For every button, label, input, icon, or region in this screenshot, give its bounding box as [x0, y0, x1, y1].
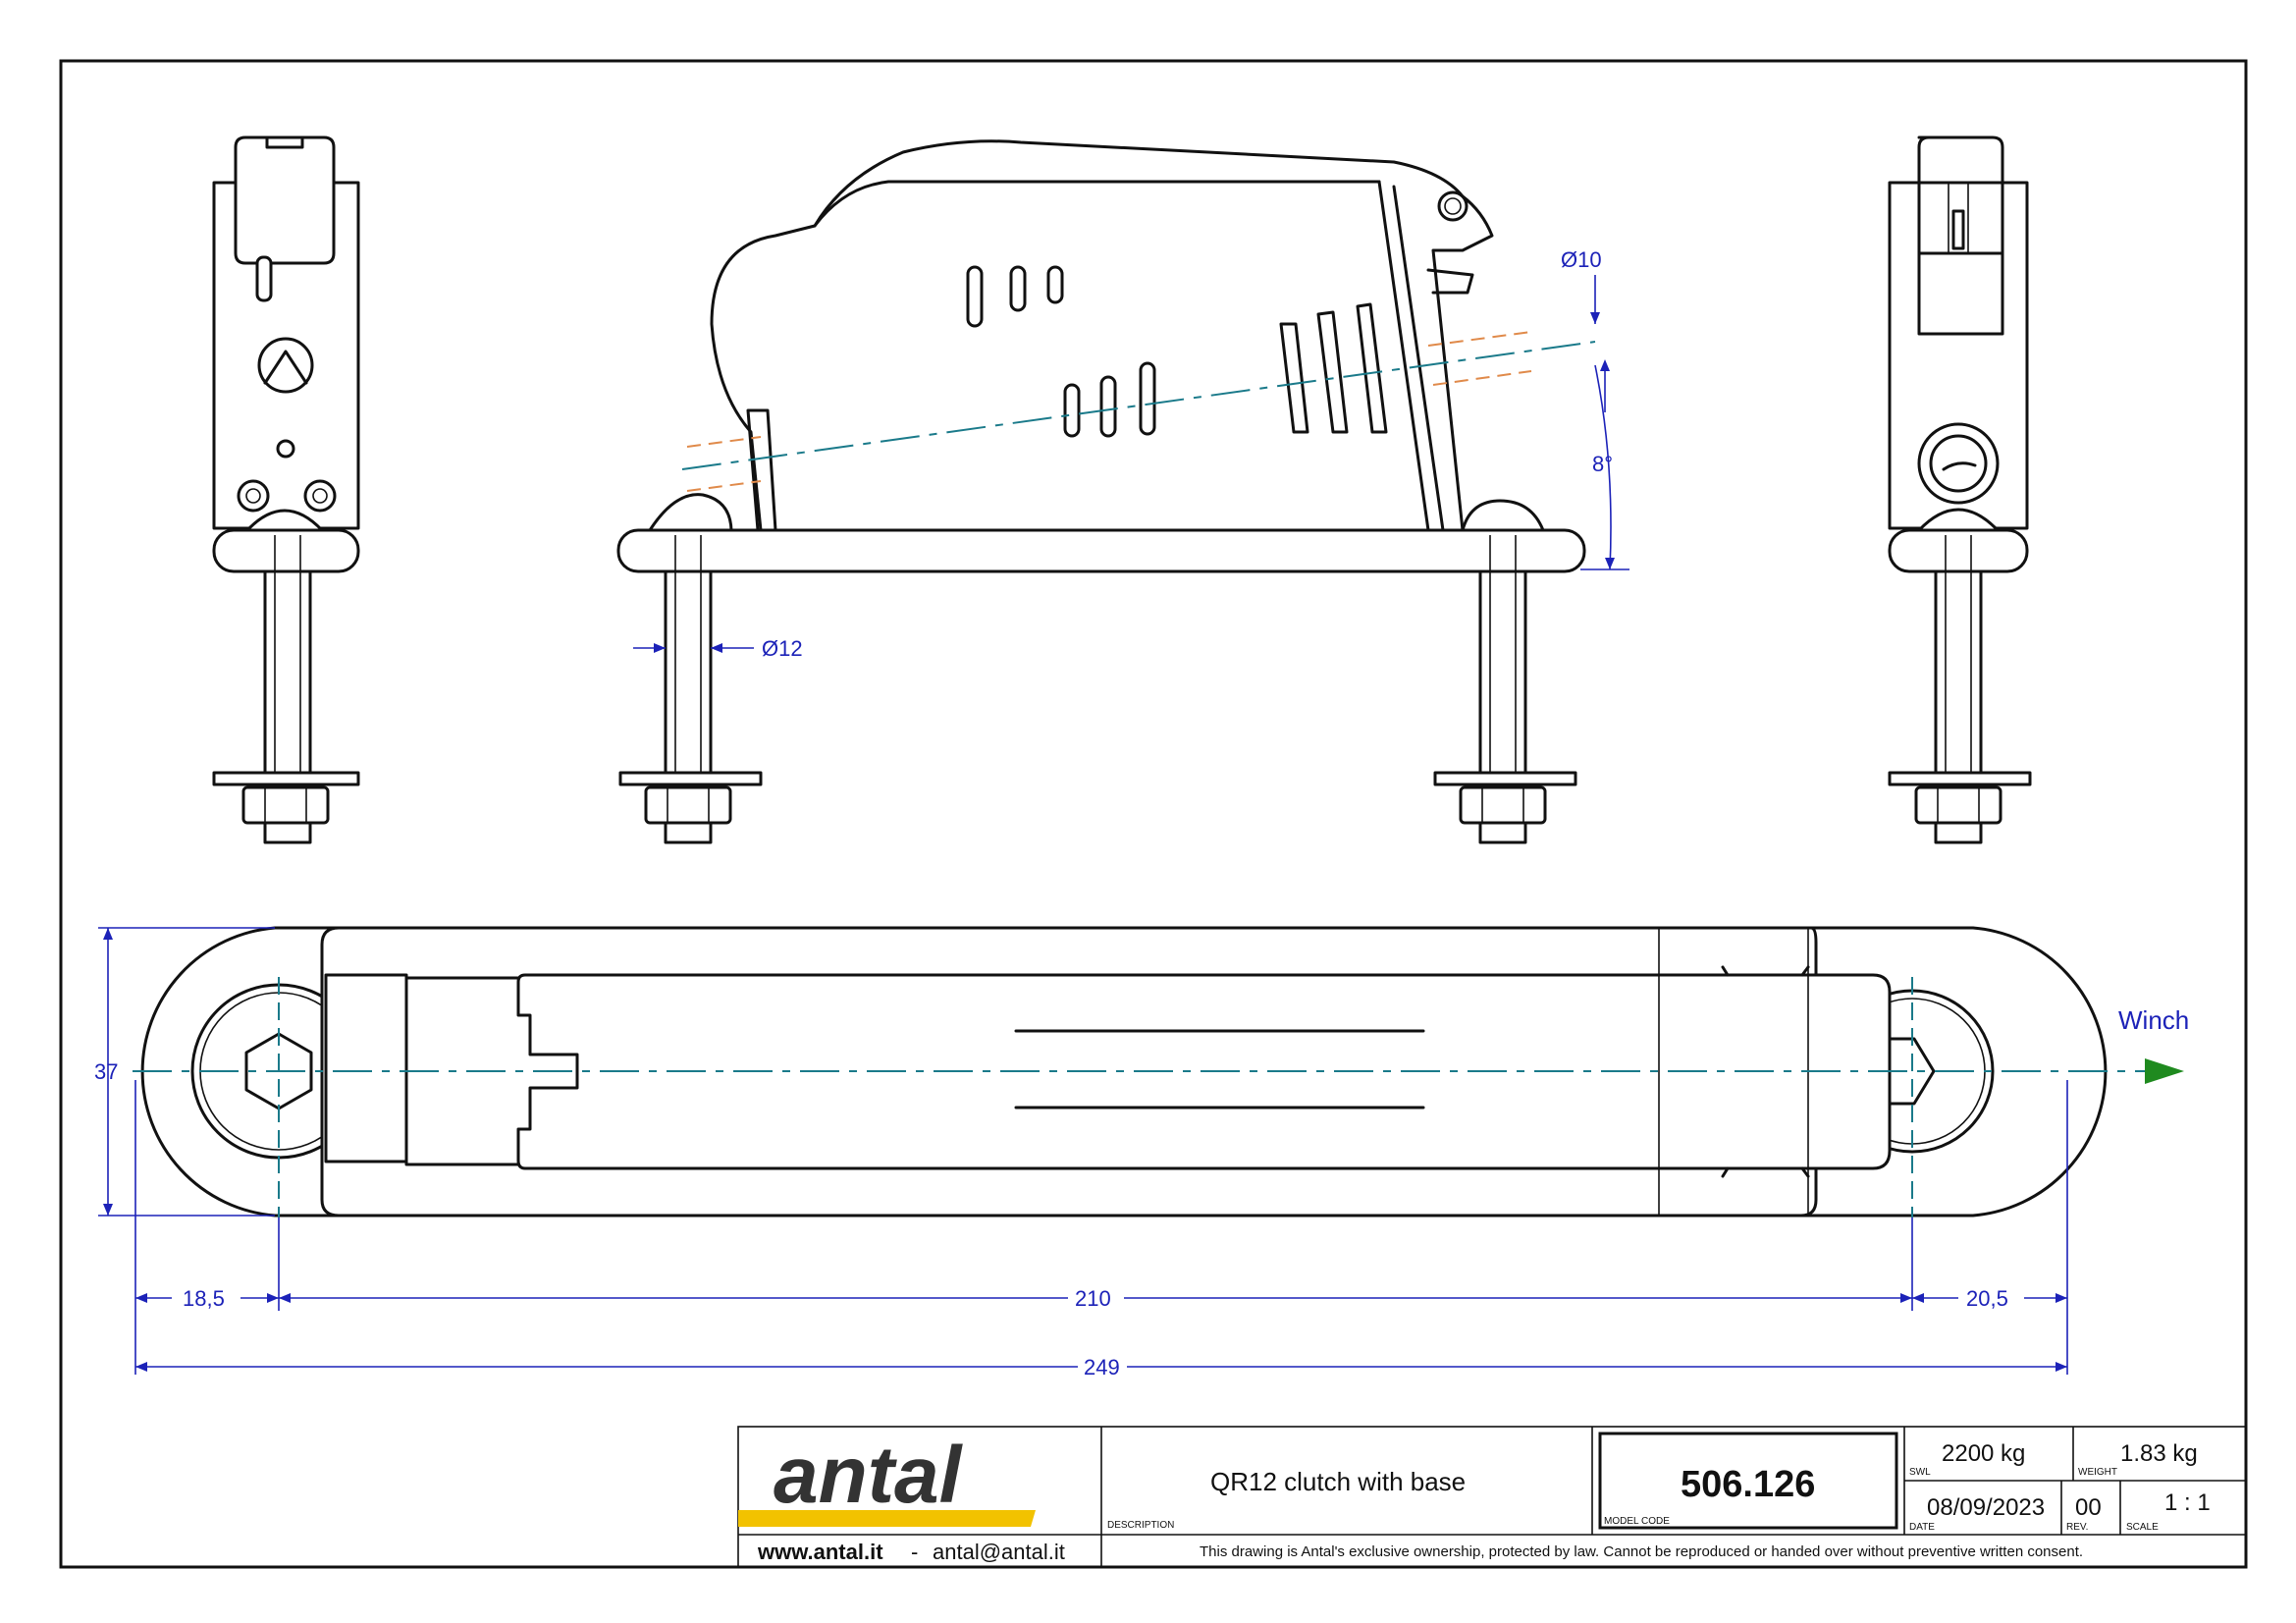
logo-bar — [738, 1510, 1036, 1527]
swl-label: SWL — [1909, 1467, 1931, 1478]
weight-label: WEIGHT — [2078, 1467, 2117, 1478]
right-side-view — [1888, 135, 2032, 844]
left-side-view — [212, 135, 360, 844]
date-label: DATE — [1909, 1522, 1935, 1533]
scale-value: 1 : 1 — [2164, 1489, 2211, 1516]
rev-value: 00 — [2075, 1494, 2102, 1521]
angle-label: 8° — [1592, 452, 1613, 476]
right-offset-label: 20,5 — [1966, 1286, 2008, 1311]
front-view — [616, 139, 1596, 844]
top-view — [133, 926, 2169, 1217]
scale-label: SCALE — [2126, 1522, 2159, 1533]
description-value: QR12 clutch with base — [1210, 1467, 1466, 1496]
swl-value: 2200 kg — [1942, 1440, 2025, 1467]
rev-label: REV. — [2066, 1522, 2088, 1533]
description-label: DESCRIPTION — [1107, 1520, 1174, 1531]
diameter-10-label: Ø10 — [1561, 247, 1602, 272]
contact-separator: - — [911, 1540, 918, 1564]
model-code-value: 506.126 — [1681, 1464, 1815, 1505]
winch-direction: Winch — [2118, 1005, 2189, 1084]
weight-value: 1.83 kg — [2120, 1440, 2198, 1467]
website-link[interactable]: www.antal.it — [757, 1540, 883, 1564]
total-length-label: 249 — [1084, 1355, 1120, 1380]
model-code-label: MODEL CODE — [1604, 1516, 1670, 1527]
left-offset-label: 18,5 — [183, 1286, 225, 1311]
winch-arrow-icon — [2145, 1058, 2184, 1084]
date-value: 08/09/2023 — [1927, 1494, 2045, 1521]
email-link[interactable]: antal@antal.it — [933, 1540, 1065, 1564]
diameter-12-label: Ø12 — [762, 636, 803, 661]
antal-logo: antal — [774, 1431, 964, 1520]
disclaimer-text: This drawing is Antal's exclusive owners… — [1200, 1543, 2083, 1560]
center-distance-label: 210 — [1075, 1286, 1111, 1311]
winch-label: Winch — [2118, 1005, 2189, 1035]
dimensions: Ø10 8° Ø12 37 18,5 210 — [94, 247, 2068, 1380]
title-block: antal www.antal.it - antal@antal.it DESC… — [737, 1426, 2247, 1568]
height-37-label: 37 — [94, 1059, 118, 1084]
